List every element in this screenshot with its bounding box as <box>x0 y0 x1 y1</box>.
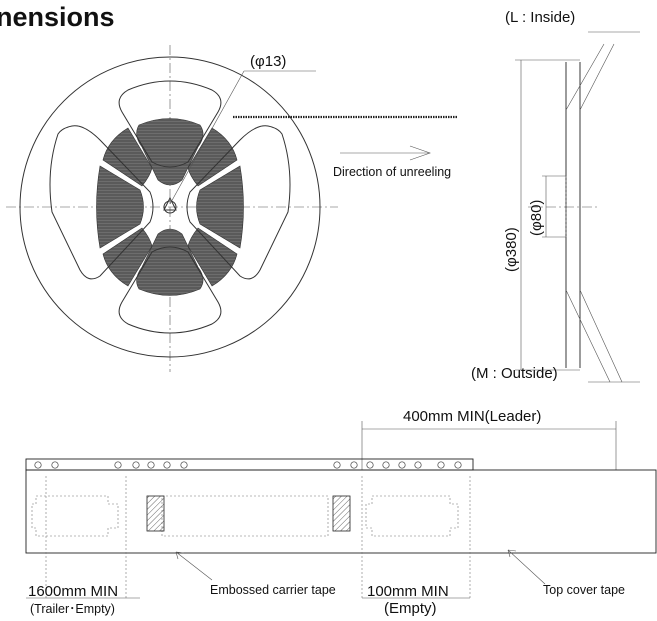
sprocket-holes <box>34 461 462 469</box>
hub-outer-diameter-label: (φ80) <box>528 200 545 236</box>
inside-width-label: (L : Inside) <box>505 9 575 26</box>
inside-leader-a <box>565 43 605 111</box>
direction-arrowhead <box>409 145 431 161</box>
cover-leader <box>507 549 546 585</box>
flange-window-right-upper <box>186 125 291 280</box>
empty-sub-label: (Empty) <box>384 600 437 617</box>
top-cover-tape-label: Top cover tape <box>543 583 625 597</box>
direction-label: Direction of unreeling <box>333 165 451 179</box>
empty-pocket-2 <box>161 495 329 537</box>
component-pocket-right <box>332 495 351 532</box>
wound-tape <box>96 118 244 296</box>
tape-layout-view: 400mm MIN(Leader) <box>25 408 657 617</box>
leader-label: 400mm MIN(Leader) <box>403 408 541 425</box>
empty-label: 100mm MIN <box>367 583 449 600</box>
section-heading: nensions <box>0 2 115 32</box>
outside-width-label: (M : Outside) <box>471 365 558 382</box>
empty-pocket-1 <box>31 495 119 537</box>
trailer-label: 1600mm MIN <box>28 583 118 600</box>
reel-side-view: (L : Inside) (M : Outside) (φ380) (φ80) <box>471 9 640 383</box>
carrier-tape-label: Embossed carrier tape <box>210 583 336 597</box>
empty-pocket-3 <box>365 495 459 537</box>
reel-front-view: (φ13) Direction of unreeling <box>6 45 457 372</box>
top-cover-tape <box>25 458 474 471</box>
inside-leader-b <box>579 43 615 111</box>
hub-leader-line <box>169 70 245 205</box>
reel-outer-flange <box>19 56 321 358</box>
outside-leader-b <box>579 289 623 383</box>
trailer-sub-label: (Trailer･Empty) <box>30 602 115 616</box>
reel-hub <box>163 200 177 214</box>
reel-hub-notch <box>163 196 177 211</box>
hub-diameter-label: (φ13) <box>250 53 286 70</box>
cover-leader-arrow <box>507 549 517 558</box>
component-pocket-left <box>146 495 165 532</box>
flange-windows <box>49 80 291 334</box>
outside-leader-a <box>565 289 611 383</box>
flange-window-top <box>118 80 222 168</box>
flange-window-left-upper <box>49 125 154 280</box>
reel-diameter-label: (φ380) <box>503 227 520 272</box>
carrier-leader <box>175 551 213 581</box>
flange-window-bottom <box>118 246 222 334</box>
carrier-leader-arrow <box>175 551 185 560</box>
